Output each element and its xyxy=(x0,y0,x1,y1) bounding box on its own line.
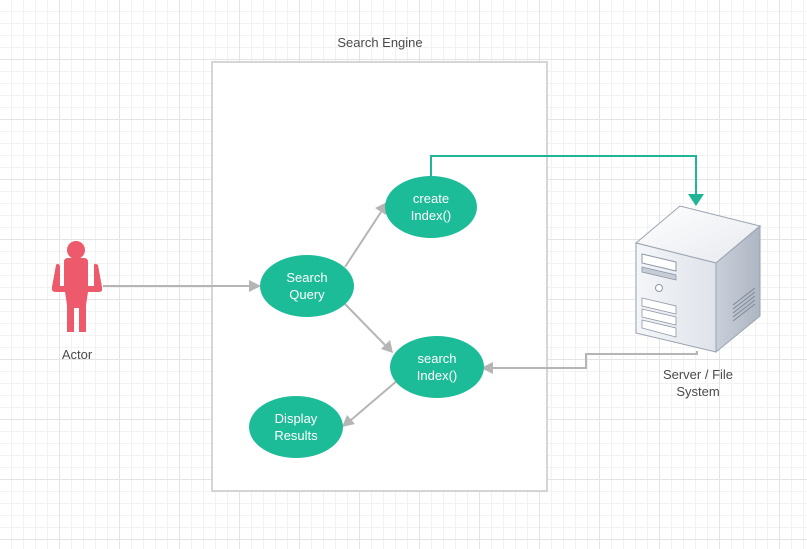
connector-query-to-search-index xyxy=(344,303,386,346)
node-create-index[interactable] xyxy=(385,176,477,238)
connector-query-to-create-index xyxy=(344,211,382,268)
arrowhead-actor-to-search-query xyxy=(249,280,261,292)
arrowhead-query-to-search-index xyxy=(381,340,393,353)
node-search-query[interactable] xyxy=(260,255,354,317)
connector-search-index-to-display xyxy=(350,379,399,421)
node-display-results-label: Display Results xyxy=(274,411,318,443)
node-create-index-label: create Index() xyxy=(410,191,452,223)
system-label: Search Engine xyxy=(337,35,423,50)
arrowhead-server-to-search-index xyxy=(481,362,493,374)
connector-server-to-search-index xyxy=(492,351,698,369)
node-search-query-label: Search Query xyxy=(286,270,328,302)
connector-create-index-to-server xyxy=(430,155,697,196)
server-label: Server / File System xyxy=(662,367,734,399)
node-search-index[interactable] xyxy=(390,336,484,398)
arrowhead-create-index-to-server xyxy=(688,194,704,206)
node-search-index-label: search Index() xyxy=(416,351,458,383)
connectors xyxy=(103,155,704,427)
actor-label: Actor xyxy=(61,347,93,362)
node-display-results[interactable] xyxy=(249,396,343,458)
arrowhead-query-to-create-index xyxy=(375,202,387,215)
server-icon[interactable] xyxy=(634,205,762,354)
arrowhead-search-index-to-display xyxy=(342,415,355,427)
actor-icon[interactable] xyxy=(51,241,103,332)
